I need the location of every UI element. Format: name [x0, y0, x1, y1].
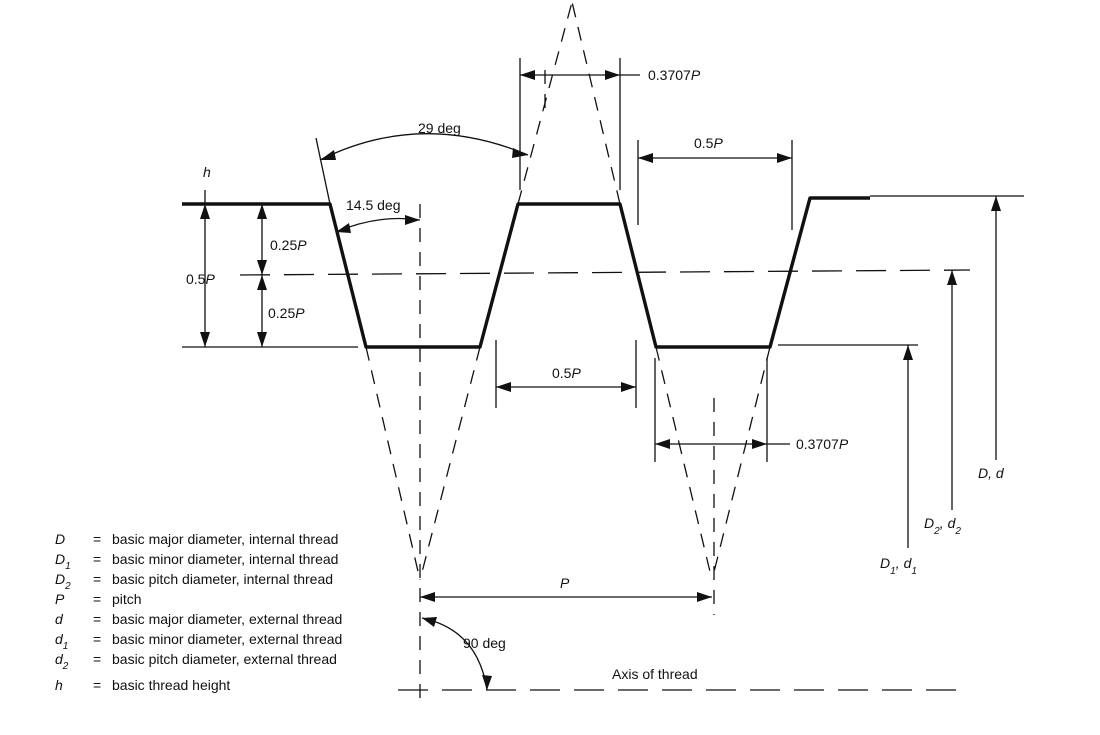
legend-row: h = basic thread height [55, 677, 230, 693]
bottom-0-3707P-label: 0.3707P [796, 436, 849, 452]
legend-row: d2 = basic pitch diameter, external thre… [55, 651, 337, 672]
svg-text:basic minor diameter, external: basic minor diameter, external thread [112, 631, 342, 647]
legend-row: D2 = basic pitch diameter, internal thre… [55, 571, 333, 592]
svg-text:d: d [55, 611, 64, 627]
svg-text:basic major diameter, internal: basic major diameter, internal thread [112, 531, 338, 547]
arrowhead [947, 270, 957, 285]
arrowhead [777, 153, 792, 163]
flank-ext-top-2 [571, 1, 621, 205]
flank-angle-ref-line [315, 137, 331, 205]
arrowhead [200, 204, 210, 219]
h-label: h [203, 164, 211, 180]
arrowhead [621, 382, 636, 392]
svg-text:P: P [55, 591, 65, 607]
svg-text:basic major diameter, external: basic major diameter, external thread [112, 611, 342, 627]
thread-profile [182, 196, 870, 349]
legend-row: D = basic major diameter, internal threa… [55, 531, 338, 547]
arrowhead [257, 275, 267, 290]
flank-ext-left-1 [365, 346, 421, 581]
D1-d1-label: D1,d1 [880, 555, 917, 577]
pitch-label: P [560, 575, 570, 591]
legend-row: P = pitch [55, 591, 142, 607]
arrowhead [520, 70, 535, 80]
svg-text:basic thread height: basic thread height [112, 677, 230, 693]
arrowhead [903, 345, 913, 360]
arrowhead [336, 223, 351, 233]
arrowhead [512, 148, 528, 158]
svg-text:=: = [93, 591, 101, 607]
svg-text:=: = [93, 551, 101, 567]
svg-text:D2: D2 [55, 571, 71, 592]
arrowhead [320, 150, 336, 160]
top-0-3707P-label: 0.3707P [648, 67, 701, 83]
legend-row: D1 = basic minor diameter, internal thre… [55, 551, 338, 572]
arrowhead [257, 260, 267, 275]
svg-text:=: = [93, 631, 101, 647]
arrowhead [422, 617, 437, 627]
legend-row: d1 = basic minor diameter, external thre… [55, 631, 342, 652]
angle-29-label: 29 deg [418, 120, 461, 136]
svg-text:basic minor diameter, internal: basic minor diameter, internal thread [112, 551, 338, 567]
angle-90-label: 90 deg [463, 635, 506, 651]
left-0-5P-label: 0.5P [186, 271, 215, 287]
svg-text:=: = [93, 611, 101, 627]
pitch-line [239, 269, 971, 276]
flank-ext-right-2 [711, 346, 771, 581]
arrowhead [991, 196, 1001, 211]
arrowhead [697, 592, 712, 602]
arrowhead [257, 332, 267, 347]
top-0-5P-label: 0.5P [694, 135, 723, 151]
angle-14-5-label: 14.5 deg [346, 197, 401, 213]
svg-text:pitch: pitch [112, 591, 142, 607]
arrowhead [405, 215, 420, 225]
svg-text:basic pitch diameter, external: basic pitch diameter, external thread [112, 651, 337, 667]
flank-ext-right-1 [655, 346, 713, 581]
angle-arc-90 [421, 617, 488, 691]
arrowhead [257, 204, 267, 219]
svg-text:=: = [93, 531, 101, 547]
D2-d2-label: D2,d2 [924, 515, 961, 537]
arrowhead [605, 70, 620, 80]
legend-row: d = basic major diameter, external threa… [55, 611, 342, 627]
svg-text:d2: d2 [55, 651, 69, 672]
arrowhead [420, 592, 435, 602]
angle-arc-29 [319, 133, 529, 161]
svg-text:D: D [55, 531, 65, 547]
svg-text:basic pitch diameter, internal: basic pitch diameter, internal thread [112, 571, 333, 587]
arrowhead [200, 332, 210, 347]
svg-text:=: = [93, 651, 101, 667]
svg-text:=: = [93, 677, 101, 693]
mid-0-5P-label: 0.5P [552, 365, 581, 381]
arrowhead [752, 439, 767, 449]
svg-text:d1: d1 [55, 631, 68, 652]
flank-ext-left-2 [419, 346, 481, 581]
arrowhead [655, 439, 670, 449]
arrowhead [638, 153, 653, 163]
legend: D = basic major diameter, internal threa… [55, 531, 342, 693]
arrowhead [482, 675, 492, 690]
axis-of-thread-label: Axis of thread [612, 666, 698, 682]
svg-text:D1: D1 [55, 551, 71, 572]
D-d-label: D, d [978, 465, 1005, 481]
svg-text:h: h [55, 677, 63, 693]
svg-text:=: = [93, 571, 101, 587]
upper-0-25P-label: 0.25P [270, 237, 307, 253]
lower-0-25P-label: 0.25P [268, 305, 305, 321]
arrowhead [496, 382, 511, 392]
